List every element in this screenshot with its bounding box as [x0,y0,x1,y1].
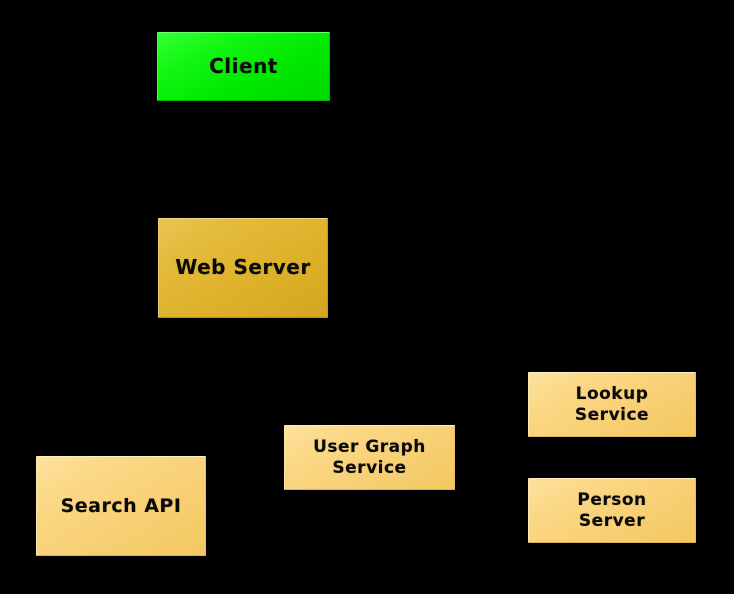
node-label-person-server: Person Server [577,490,647,531]
diagram-node-web-server[interactable]: Web Server [158,218,328,318]
node-label-web-server: Web Server [175,255,311,280]
diagram-node-client[interactable]: Client [157,32,330,101]
diagram-node-user-graph-service[interactable]: User Graph Service [284,425,455,490]
diagram-node-person-server[interactable]: Person Server [528,478,696,543]
node-label-lookup-service: Lookup Service [574,384,650,425]
node-label-client: Client [209,53,278,78]
node-label-search-api: Search API [60,494,182,517]
node-label-user-graph-service: User Graph Service [313,437,426,478]
diagram-node-search-api[interactable]: Search API [36,456,206,556]
diagram-node-lookup-service[interactable]: Lookup Service [528,372,696,437]
